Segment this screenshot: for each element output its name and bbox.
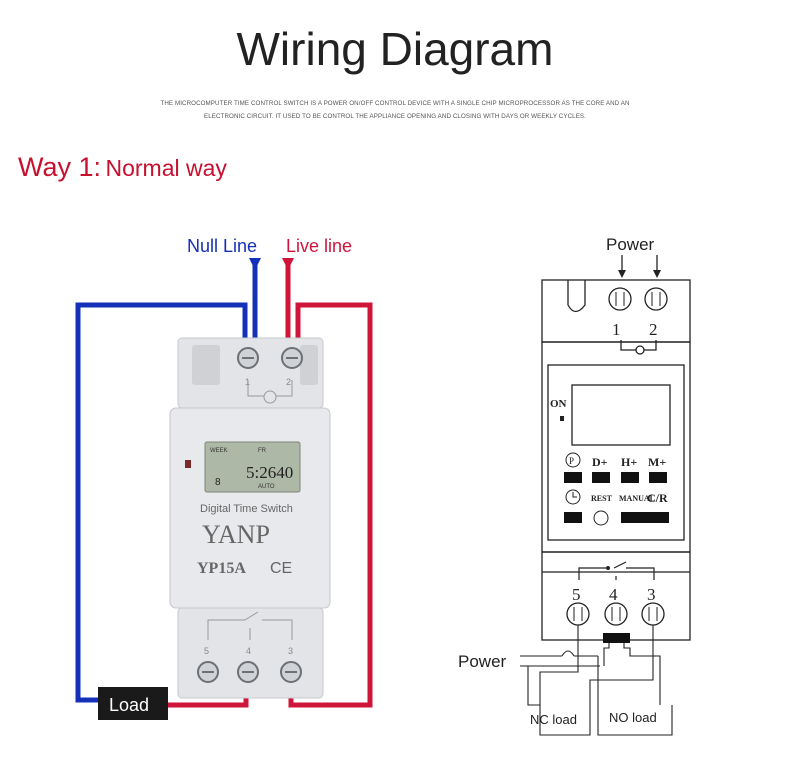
btn-rest-label: REST (591, 494, 613, 503)
lcd-auto: AUTO (258, 484, 275, 490)
btn-m-label: M+ (648, 455, 666, 469)
btn-manual-label: MANUAL (619, 494, 655, 503)
subtitle-line-1: THE MICROCOMPUTER TIME CONTROL SWITCH IS… (160, 100, 630, 107)
lcd-time: 5:2640 (246, 463, 293, 482)
terminal-1-number: 1 (612, 320, 621, 339)
terminal-2-number: 2 (649, 320, 658, 339)
output-wiring (520, 625, 673, 736)
timer-device: 1 2 WEEK FR 5:2640 8 AUTO Digital Time S… (169, 337, 331, 699)
terminal-5-number: 5 (572, 585, 581, 604)
btn-m[interactable] (649, 472, 667, 483)
ce-mark: CE (270, 560, 292, 577)
clock-icon (565, 489, 581, 505)
terminal-1-schematic (608, 287, 632, 311)
jumper-block (603, 633, 630, 643)
power-top-label: Power (606, 235, 655, 254)
terminal-4-number: 4 (609, 585, 618, 604)
no-load-label: NO load (609, 710, 657, 725)
btn-h[interactable] (621, 472, 639, 483)
terminal-2-label: 2 (286, 377, 291, 387)
power-bottom-label: Power (458, 652, 507, 671)
terminal-4-label: 4 (246, 646, 251, 656)
terminal-3-number: 3 (647, 585, 656, 604)
device-name: Digital Time Switch (200, 503, 293, 515)
page-title: Wiring Diagram (236, 23, 554, 75)
terminal-3-label: 3 (288, 646, 293, 656)
btn-rest[interactable] (593, 510, 609, 526)
terminal-5-label: 5 (204, 646, 209, 656)
way-name: Normal way (105, 155, 227, 181)
load-label: Load (109, 695, 149, 715)
btn-manual-cr[interactable] (621, 512, 669, 523)
lcd-week: WEEK (210, 448, 228, 454)
lcd-fr: FR (258, 448, 267, 454)
terminal-5-schematic (566, 602, 590, 626)
btn-clock[interactable] (564, 512, 582, 523)
relay-switch (578, 561, 655, 580)
btn-h-label: H+ (621, 455, 637, 469)
way-number: Way 1: (18, 152, 102, 182)
live-wire-loop (288, 302, 373, 708)
null-line-label: Null Line (187, 236, 257, 256)
section-heading: Way 1: Normal way (18, 152, 227, 183)
null-wire-loop (75, 302, 248, 703)
terminal-2-schematic (644, 287, 668, 311)
model-name: YP15A (197, 560, 246, 577)
btn-cr-label: C/R (647, 491, 668, 505)
on-label: ON (550, 398, 567, 410)
live-line-label: Live line (286, 236, 352, 256)
lcd-day: 8 (215, 477, 221, 488)
nc-load-label: NC load (530, 712, 577, 727)
btn-p-label: P (569, 456, 574, 466)
program-icon (565, 452, 581, 468)
btn-d[interactable] (592, 472, 610, 483)
live-wire-arrow (282, 258, 294, 270)
brand-name: YANP (202, 520, 270, 549)
terminal-4-schematic (604, 602, 628, 626)
null-wire-arrow (249, 258, 261, 270)
load-box (98, 687, 168, 720)
btn-p[interactable] (564, 472, 582, 483)
subtitle-line-2: ELECTRONIC CIRCUIT. IT USED TO BE CONTRO… (204, 113, 586, 120)
on-led (560, 416, 564, 421)
btn-d-label: D+ (592, 455, 608, 469)
status-led (185, 460, 191, 468)
lcd-screen (204, 441, 301, 493)
terminal-3-schematic (641, 602, 665, 626)
